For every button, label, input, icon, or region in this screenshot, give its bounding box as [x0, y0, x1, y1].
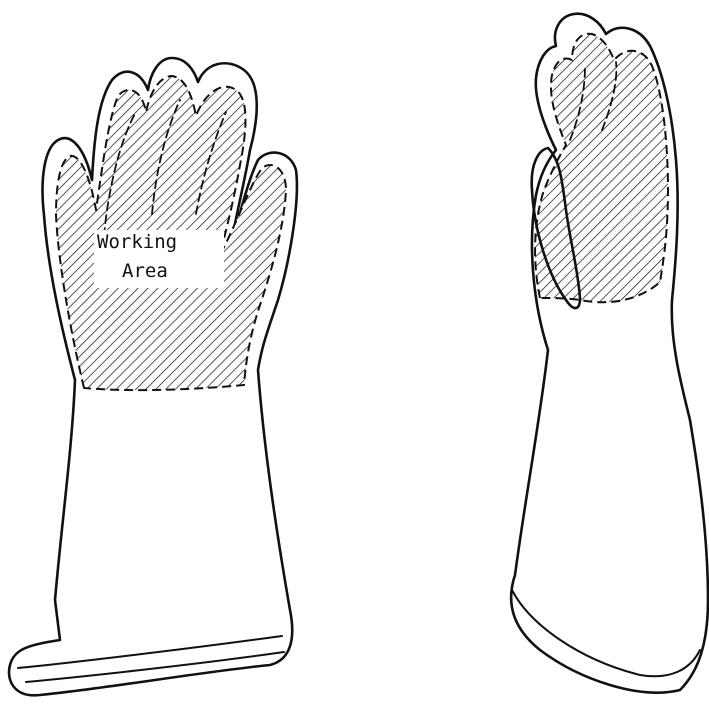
- left-glove: Working Area: [9, 58, 297, 695]
- working-area-label-line1: Working: [97, 231, 177, 253]
- right-glove-cuff-rim: [512, 590, 700, 676]
- right-working-area: [535, 34, 668, 303]
- right-glove: [511, 14, 708, 693]
- working-area-label-line2: Area: [122, 260, 168, 282]
